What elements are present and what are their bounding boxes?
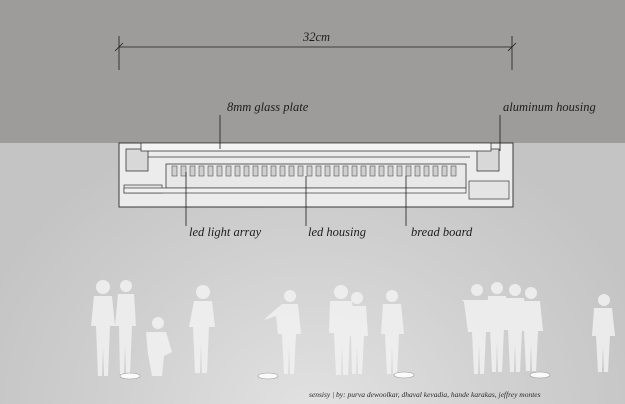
person-silhouette [486, 282, 509, 372]
led-light [243, 165, 250, 177]
led-light [441, 165, 448, 177]
led-light [225, 165, 232, 177]
person-silhouette [264, 290, 301, 374]
led-light [315, 165, 322, 177]
glass-plate-label: 8mm glass plate [227, 100, 309, 114]
led-light [369, 165, 376, 177]
led-light [297, 165, 304, 177]
led-light [270, 165, 277, 177]
led-housing-label: led housing [308, 225, 366, 239]
led-light [324, 165, 331, 177]
credit-line: sensisy | by: purva dewoolkar, dhaval ke… [309, 390, 541, 399]
led-light [189, 165, 196, 177]
led-light [396, 165, 403, 177]
person-silhouette [189, 285, 215, 373]
led-light [252, 165, 259, 177]
led-light-array-label: led light array [189, 225, 262, 239]
floor-light [119, 372, 141, 380]
floor-light [529, 371, 551, 379]
led-light [333, 165, 340, 177]
led-light [234, 165, 241, 177]
led-light [450, 165, 457, 177]
floor-light [257, 372, 279, 380]
led-light [306, 165, 313, 177]
leader-lines [185, 115, 501, 226]
led-light [288, 165, 295, 177]
person-silhouette [347, 292, 368, 374]
led-light [387, 165, 394, 177]
led-light [378, 165, 385, 177]
dimension-line [114, 36, 517, 70]
floor-light-pucks [119, 371, 551, 380]
led-light [405, 165, 412, 177]
led-light [171, 165, 178, 177]
person-silhouette [146, 317, 172, 376]
led-light [207, 165, 214, 177]
aluminum-housing-label: aluminum housing [503, 100, 596, 114]
led-light [216, 165, 223, 177]
led-light [342, 165, 349, 177]
floor-light [393, 371, 415, 379]
person-silhouette [592, 294, 615, 372]
person-silhouette [91, 280, 115, 376]
people-silhouettes [91, 280, 615, 376]
led-light-array-row [171, 165, 457, 177]
bread-board-label: bread board [411, 225, 473, 239]
led-light [279, 165, 286, 177]
dimension-label: 32cm [303, 30, 331, 44]
person-silhouette [520, 287, 543, 371]
ceiling-band [0, 0, 625, 143]
person-silhouette [462, 284, 491, 374]
led-light [414, 165, 421, 177]
led-light [360, 165, 367, 177]
led-light [351, 165, 358, 177]
led-light [432, 165, 439, 177]
person-silhouette [115, 280, 136, 374]
led-light [198, 165, 205, 177]
person-silhouette [381, 290, 404, 374]
led-light [261, 165, 268, 177]
led-light [180, 165, 187, 177]
led-light [423, 165, 430, 177]
